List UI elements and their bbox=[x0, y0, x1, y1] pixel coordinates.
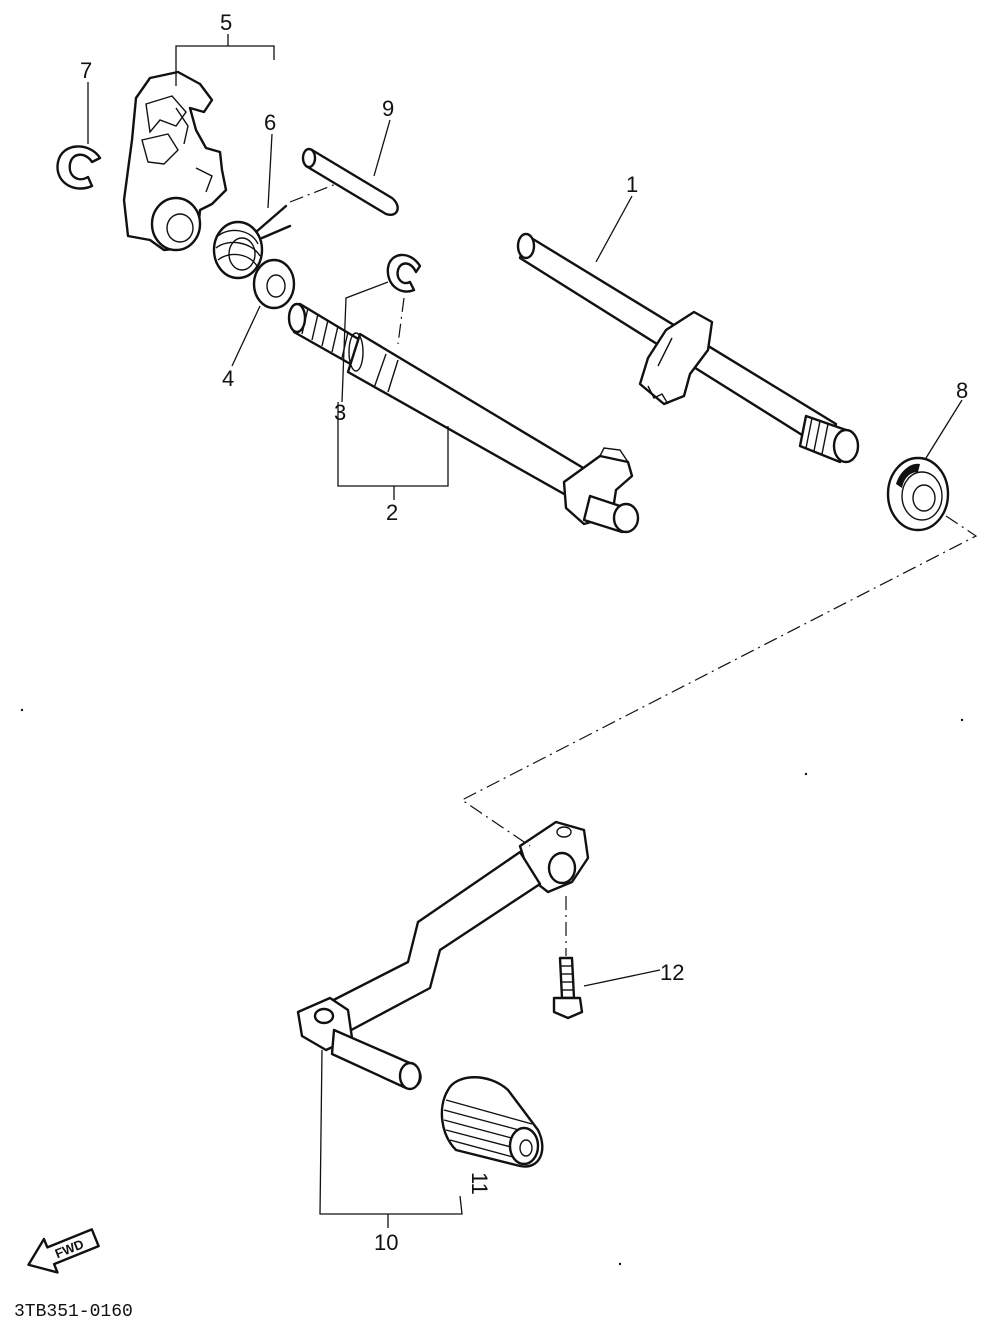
callout-9: 9 bbox=[382, 96, 394, 121]
figure-code: 3TB351-0160 bbox=[14, 1302, 133, 1322]
callout-1: 1 bbox=[626, 172, 638, 197]
callout-2: 2 bbox=[386, 500, 398, 525]
scan-dots bbox=[20, 708, 964, 1266]
alignment-lines bbox=[289, 183, 978, 956]
callout-5: 5 bbox=[220, 10, 232, 35]
shift-arm-part-5 bbox=[122, 70, 228, 252]
pin-part-9 bbox=[301, 147, 399, 216]
torsion-spring-part-6 bbox=[212, 204, 292, 280]
shift-pedal-part-10 bbox=[296, 820, 590, 1091]
callout-4: 4 bbox=[222, 366, 234, 391]
callout-10: 10 bbox=[374, 1230, 398, 1255]
forward-direction-arrow: FWD bbox=[27, 1228, 100, 1274]
leader-lines bbox=[87, 34, 963, 1228]
callout-7: 7 bbox=[80, 58, 92, 83]
callout-6: 6 bbox=[264, 110, 276, 135]
shift-shaft-part-2 bbox=[287, 302, 640, 534]
callout-11: 11 bbox=[467, 1172, 492, 1195]
bolt-part-12 bbox=[552, 956, 584, 1020]
callout-8: 8 bbox=[956, 378, 968, 403]
peg-rubber-part-11 bbox=[440, 1076, 544, 1168]
callout-numbers: 5 7 6 9 1 4 3 2 8 12 11 10 bbox=[80, 10, 968, 1255]
circlip-part-3 bbox=[386, 253, 422, 293]
callout-12: 12 bbox=[660, 960, 684, 985]
callout-3: 3 bbox=[334, 400, 346, 425]
shift-shaft-part-1 bbox=[516, 232, 860, 464]
circlip-part-7 bbox=[56, 145, 102, 190]
oil-seal-part-8 bbox=[886, 456, 950, 532]
washer-part-4 bbox=[252, 258, 296, 310]
